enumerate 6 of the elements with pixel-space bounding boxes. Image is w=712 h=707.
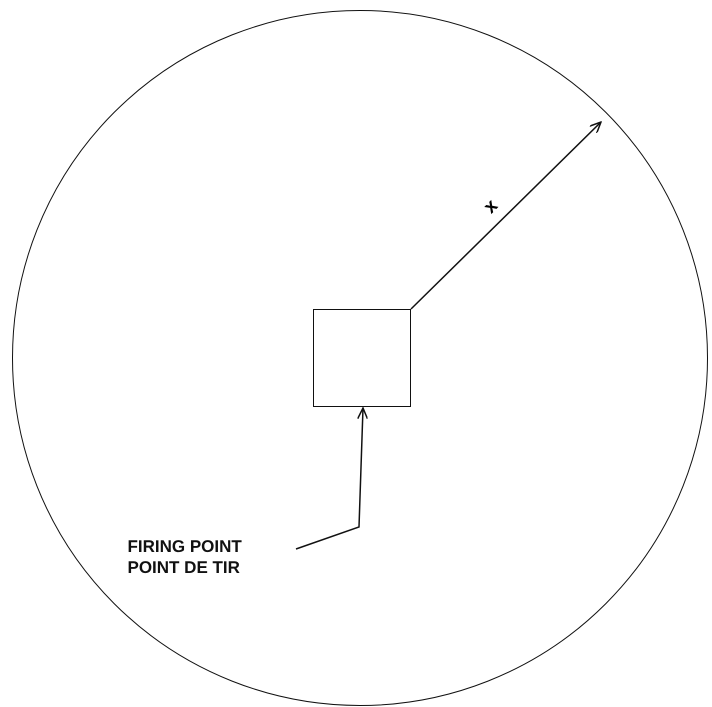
- boundary-circle: [12, 10, 708, 706]
- caption-text: POINT DE TIR: [128, 556, 241, 578]
- leader-line: [296, 407, 368, 550]
- caption-text: FIRING POINT: [128, 536, 242, 556]
- square-box: [312, 308, 410, 406]
- dimension-label: x: [480, 196, 502, 218]
